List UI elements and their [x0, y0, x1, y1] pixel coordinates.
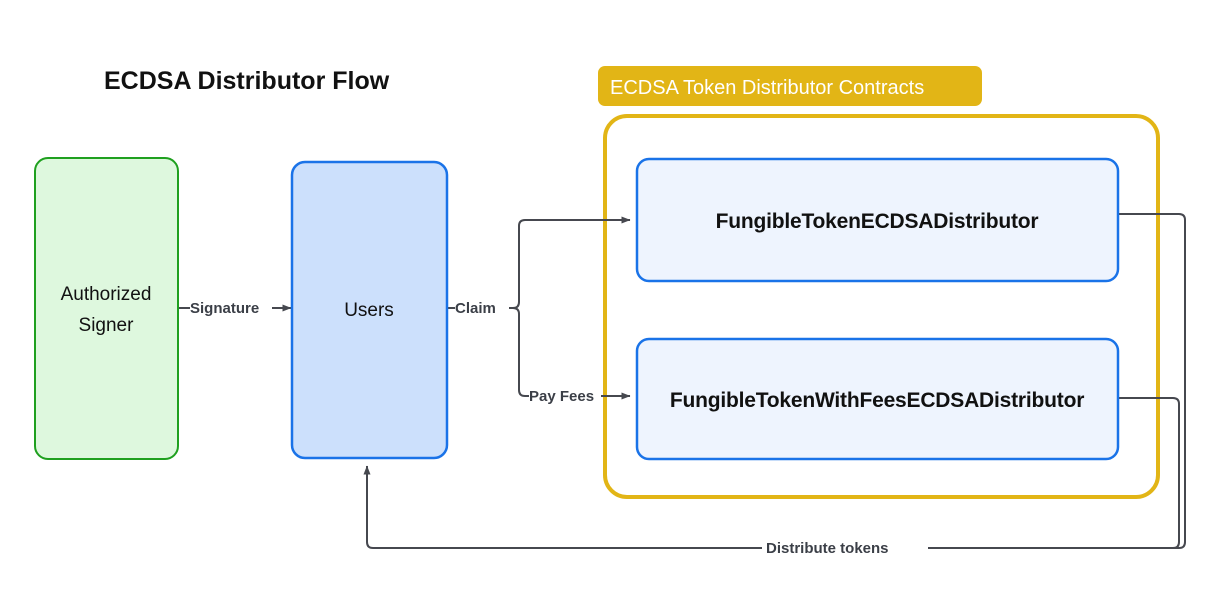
node-authorized-signer-box[interactable] — [34, 157, 179, 460]
edge-pay-fees: Pay Fees — [529, 388, 631, 405]
group-label-text: ECDSA Token Distributor Contracts — [610, 77, 924, 99]
node-users-label: Users — [344, 300, 394, 321]
node-users-box[interactable] — [290, 160, 449, 460]
edge-distribute-tokens-to-users — [363, 397, 1180, 549]
node-fungible-token-with-fees-ecdsa-distributor[interactable]: FungibleTokenWithFeesECDSADistributor — [635, 337, 1120, 461]
edge-label-signature: Signature — [190, 300, 259, 317]
edge-label-distribute-tokens: Distribute tokens — [766, 540, 889, 557]
node-authorized-signer-label-line1: Authorized — [61, 284, 152, 305]
node-fungible-token-ecdsa-distributor-box[interactable] — [635, 157, 1120, 283]
node-authorized-signer[interactable]: Authorized Signer — [34, 157, 179, 460]
group-container-ecdsa-token-distributor-contracts — [603, 114, 1160, 499]
edge-label-pay-fees: Pay Fees — [529, 388, 594, 405]
node-fungible-token-ecdsa-distributor[interactable]: FungibleTokenECDSADistributor — [635, 157, 1120, 283]
group-label-background — [598, 66, 982, 106]
node-fungible-token-with-fees-ecdsa-distributor-label: FungibleTokenWithFeesECDSADistributor — [670, 389, 1084, 412]
page-title: ECDSA Distributor Flow — [104, 67, 390, 95]
edge-claim: Claim — [447, 216, 631, 397]
edge-return-top-distributor — [940, 213, 1186, 549]
edge-signature: Signature — [178, 300, 292, 317]
edge-label-distribute-tokens-group: Distribute tokens — [762, 536, 928, 558]
edge-label-distribute-tokens-backing — [762, 536, 928, 558]
node-fungible-token-with-fees-ecdsa-distributor-box[interactable] — [635, 337, 1120, 461]
group-label-chip: ECDSA Token Distributor Contracts — [598, 66, 982, 106]
node-users[interactable]: Users — [290, 160, 449, 460]
node-fungible-token-ecdsa-distributor-label: FungibleTokenECDSADistributor — [716, 210, 1039, 233]
edge-label-claim: Claim — [455, 300, 496, 317]
node-authorized-signer-label-line2: Signer — [79, 315, 135, 336]
edge-pay-fees-elbow — [512, 307, 529, 397]
